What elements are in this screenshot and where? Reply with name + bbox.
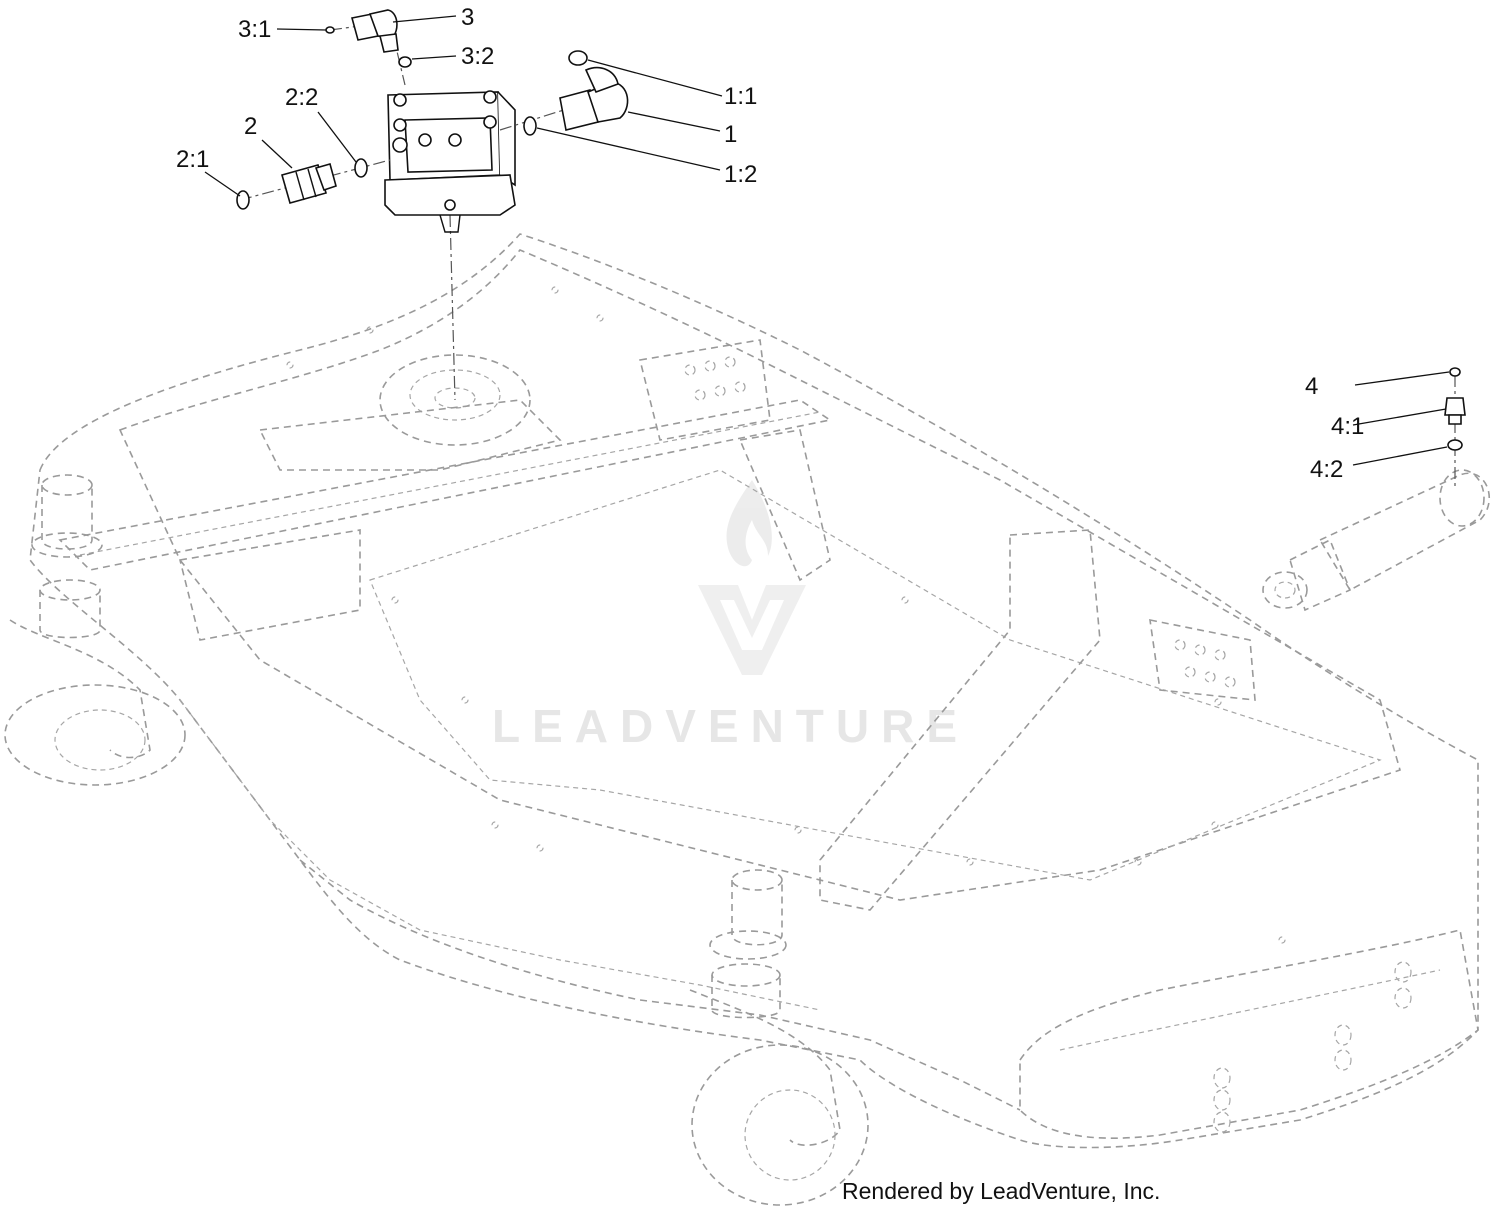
deck-recess <box>369 469 1382 881</box>
left-caster-phantom <box>4 474 186 786</box>
callout-2: 2 <box>244 113 257 140</box>
o-ring-1-2 <box>523 116 537 136</box>
o-ring-2-2 <box>354 158 368 178</box>
fitting-1-elbow <box>499 50 629 131</box>
callout-labels: 3:1 3 3:2 2:2 2 2:1 1:1 1 1:2 4 4:1 4:2 <box>176 4 1364 483</box>
callout-leaders <box>204 15 1450 466</box>
leadventure-watermark: LEADVENTURE <box>492 480 969 752</box>
o-ring-2-1 <box>236 190 250 210</box>
height-bracket-front <box>1149 618 1256 701</box>
deck-frame-upright <box>819 529 1101 911</box>
deck-front-skirt <box>299 859 1021 1111</box>
callout-4-2: 4:2 <box>1310 456 1343 483</box>
lift-cylinder-phantom <box>1262 375 1491 612</box>
deck-right-bumper <box>1019 929 1479 1139</box>
render-credit: Rendered by LeadVenture, Inc. <box>842 1178 1160 1204</box>
deck-top-plate <box>118 249 1401 901</box>
callout-1: 1 <box>724 121 737 148</box>
front-caster-phantom <box>689 869 869 1206</box>
deck-outline <box>29 233 1479 1149</box>
o-ring-3-2 <box>398 56 412 68</box>
callout-1-2: 1:2 <box>724 161 757 188</box>
spindle-housing-phantom <box>258 354 562 471</box>
callout-4: 4:1 <box>1331 413 1364 440</box>
callout-3: 3 <box>461 4 474 31</box>
watermark-text: LEADVENTURE <box>492 700 969 752</box>
mower-deck-phantom <box>4 233 1479 1206</box>
callout-3-1: 3:1 <box>238 16 271 43</box>
o-ring-4-2 <box>1447 439 1463 451</box>
fitting-4-straight <box>1444 397 1466 425</box>
o-ring-4-1 <box>1449 367 1461 377</box>
callout-4-1: 4 <box>1305 373 1318 400</box>
fitting-3-elbow <box>329 9 406 86</box>
callout-2-2: 2:2 <box>285 84 318 111</box>
deck-fasteners <box>286 286 1286 944</box>
callout-3-2: 3:2 <box>461 43 494 70</box>
height-bracket-rear <box>639 339 771 441</box>
leadventure-flame-logo <box>698 480 806 675</box>
fitting-2-straight <box>239 159 391 204</box>
callout-2-1: 2:1 <box>176 146 209 173</box>
hydraulic-motor <box>384 90 516 401</box>
callout-1-1: 1:1 <box>724 83 757 110</box>
o-ring-3-1 <box>325 26 335 34</box>
